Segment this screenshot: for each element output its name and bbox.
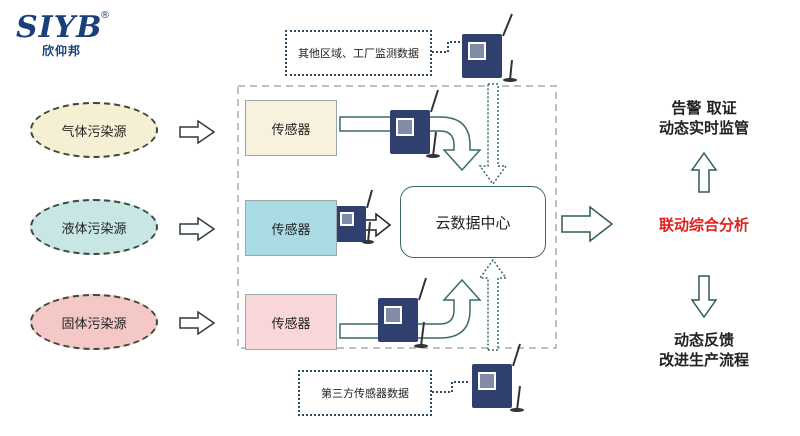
cloud-data-center: 云数据中心 xyxy=(400,186,546,258)
improve-process-text: 改进生产流程 xyxy=(658,351,749,369)
source-gas: 气体污染源 xyxy=(30,102,158,158)
linkage-analysis-text: 联动综合分析 xyxy=(658,216,749,234)
router-icon-sensor1 xyxy=(390,89,440,158)
sensor-liquid: 传感器 xyxy=(245,200,337,256)
sensor-solid: 传感器 xyxy=(245,294,337,350)
brand-logo-mark: SIYB xyxy=(16,10,103,45)
note-other-regions: 其他区域、工厂监测数据 xyxy=(285,30,432,76)
router-icon-bottom xyxy=(472,343,524,412)
down-arrow xyxy=(690,275,718,319)
sensor2-flow-arrow xyxy=(361,212,392,238)
router-icon-sensor2 xyxy=(336,189,374,244)
sensor1-flow-arrow xyxy=(339,116,482,172)
sensor-gas: 传感器 xyxy=(245,100,337,156)
realtime-supervision-text: 动态实时监管 xyxy=(658,119,749,137)
dynamic-feedback-text: 动态反馈 xyxy=(673,331,734,349)
monitoring-zone xyxy=(237,85,557,349)
sensor3-flow-arrow xyxy=(339,278,482,339)
alarm-evidence-text: 告警 取证 xyxy=(671,99,737,117)
feedback-block: 动态反馈 改进生产流程 xyxy=(624,330,784,370)
router-icon-top xyxy=(462,13,517,82)
up-arrow xyxy=(690,151,718,193)
source-liquid: 液体污染源 xyxy=(30,199,158,255)
registered-mark: ® xyxy=(100,10,110,21)
bottom-data-arrow xyxy=(478,258,508,351)
top-data-arrow xyxy=(478,83,508,186)
source-solid: 固体污染源 xyxy=(30,294,158,350)
router-icon-sensor3 xyxy=(378,277,428,348)
alarm-evidence-block: 告警 取证 动态实时监管 xyxy=(624,98,784,138)
note-third-party: 第三方传感器数据 xyxy=(298,370,432,416)
brand-name: 欣仰邦 xyxy=(42,44,82,58)
output-arrow xyxy=(561,205,614,243)
source-arrows xyxy=(179,119,216,336)
